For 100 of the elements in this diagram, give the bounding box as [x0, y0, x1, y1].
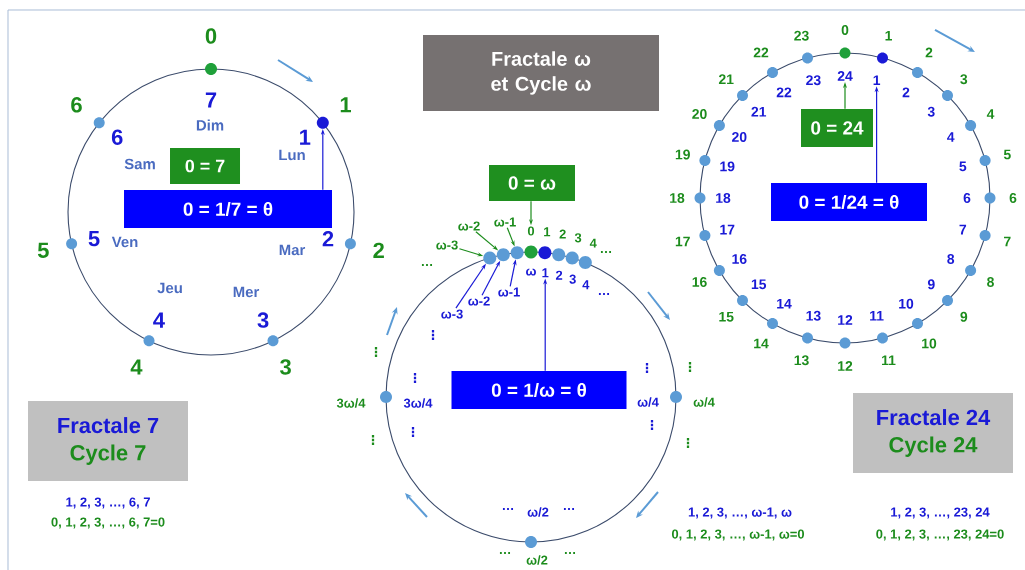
position-number: ω/2	[526, 555, 548, 565]
position-number: 2	[925, 47, 933, 58]
cycle-circle	[67, 68, 355, 356]
position-number: 5	[1003, 149, 1011, 160]
position-number: 5	[88, 231, 100, 247]
position-number: ω/4	[637, 397, 659, 407]
ellipsis: …	[421, 264, 432, 266]
sequence-text: 1, 2, 3, …, 6, 7	[66, 497, 150, 509]
day-label: Lun	[279, 149, 305, 161]
position-number: 16	[692, 277, 707, 287]
position-number: 8	[987, 277, 994, 287]
position-number: 5	[37, 242, 49, 258]
position-number: 3	[280, 359, 291, 375]
position-number: 7	[1004, 236, 1011, 247]
day-label: Sam	[124, 158, 155, 170]
position-number: 3	[960, 74, 968, 85]
ellipsis: …	[598, 293, 609, 295]
position-number: 6	[963, 193, 971, 203]
position-label: ω-3	[441, 309, 463, 319]
position-number: ω/4	[693, 397, 715, 407]
position-number: 4	[947, 132, 955, 142]
equation-box: 0 = 1/24 = θ	[771, 183, 927, 221]
position-label: ω-2	[458, 221, 480, 231]
position-number: 21	[751, 106, 767, 117]
ellipsis: ⋮	[650, 420, 654, 430]
position-number: 5	[959, 161, 967, 172]
ellipsis: ⋮	[411, 427, 415, 437]
position-number: 19	[720, 161, 735, 172]
position-number: 17	[675, 236, 690, 247]
position-number: 2	[322, 231, 334, 247]
position-number: 15	[719, 311, 734, 322]
ellipsis: ⋮	[686, 438, 690, 448]
position-label: ω-3	[436, 240, 458, 250]
position-number: 3ω/4	[336, 398, 366, 408]
position-number: 22	[753, 47, 769, 58]
position-number: 13	[794, 355, 809, 366]
position-number: 2	[373, 242, 384, 258]
position-number: 11	[882, 355, 896, 366]
position-number: ω	[526, 268, 536, 276]
ellipsis: …	[502, 508, 513, 510]
position-number: 4	[582, 280, 590, 290]
sequence-text: 0, 1, 2, 3, …, ω-1, ω=0	[671, 529, 804, 541]
position-number: 20	[732, 132, 747, 142]
position-number: 14	[754, 338, 769, 349]
position-label: 24	[837, 71, 853, 81]
day-label: Ven	[111, 236, 138, 248]
position-number: 20	[692, 109, 707, 119]
position-number: 10	[899, 298, 914, 309]
position-number: 18	[716, 193, 731, 203]
equation-box: 0 = ω	[489, 165, 575, 201]
position-label: ω-1	[498, 287, 520, 297]
position-number: 18	[670, 193, 685, 203]
equation-box: 0 = 24	[801, 109, 873, 147]
position-number: 21	[718, 74, 734, 85]
position-number: 4	[986, 109, 995, 119]
caption-box: Fractale 24 Cycle 24	[853, 393, 1013, 473]
ellipsis: …	[499, 552, 510, 554]
position-number: 6	[71, 97, 82, 113]
position-number: 17	[720, 224, 735, 235]
position-number: 2	[559, 229, 566, 239]
ellipsis: ⋮	[688, 362, 692, 372]
sequence-text: 0, 1, 2, 3, …, 6, 7=0	[51, 517, 165, 529]
position-number: 4	[153, 312, 165, 328]
position-number: 12	[838, 361, 853, 371]
position-number: 23	[794, 30, 809, 41]
position-number: 16	[732, 254, 747, 264]
position-number: 0	[841, 25, 849, 35]
position-number: 12	[838, 315, 853, 325]
ellipsis: …	[600, 251, 611, 253]
position-number: 4	[130, 359, 143, 375]
position-number: 1	[340, 97, 351, 113]
position-number: 7	[959, 224, 967, 235]
position-label: 1	[542, 268, 549, 278]
day-label: Jeu	[157, 282, 182, 294]
caption-box: Fractale 7 Cycle 7	[28, 401, 188, 481]
position-label: ω-2	[468, 296, 490, 306]
position-number: 2	[902, 87, 910, 98]
position-number: 11	[870, 311, 884, 321]
ellipsis: …	[564, 552, 575, 554]
equation-box: 0 = 1/7 = θ	[124, 190, 332, 228]
position-number: 7	[205, 92, 217, 108]
position-number: 2	[555, 270, 563, 280]
ellipsis: ⋮	[645, 363, 649, 373]
position-number: 9	[960, 311, 968, 322]
position-number: 3	[257, 312, 269, 328]
position-number: 22	[776, 87, 792, 98]
position-number: 13	[806, 310, 821, 321]
position-label: 0	[527, 226, 535, 236]
position-number: 3	[574, 233, 582, 243]
ellipsis: ⋮	[413, 373, 417, 383]
day-label: Mer	[233, 286, 260, 298]
position-number: 3	[927, 106, 935, 117]
position-number: 14	[777, 298, 792, 309]
position-number: ω/2	[527, 507, 549, 517]
title-box: Fractale ω et Cycle ω	[423, 35, 659, 111]
sequence-text: 1, 2, 3, …, 23, 24	[891, 507, 990, 519]
sequence-text: 0, 1, 2, 3, …, 23, 24=0	[876, 529, 1004, 541]
day-label: Mar	[279, 244, 306, 256]
ellipsis: ⋮	[374, 347, 378, 357]
position-number: 6	[111, 129, 123, 145]
